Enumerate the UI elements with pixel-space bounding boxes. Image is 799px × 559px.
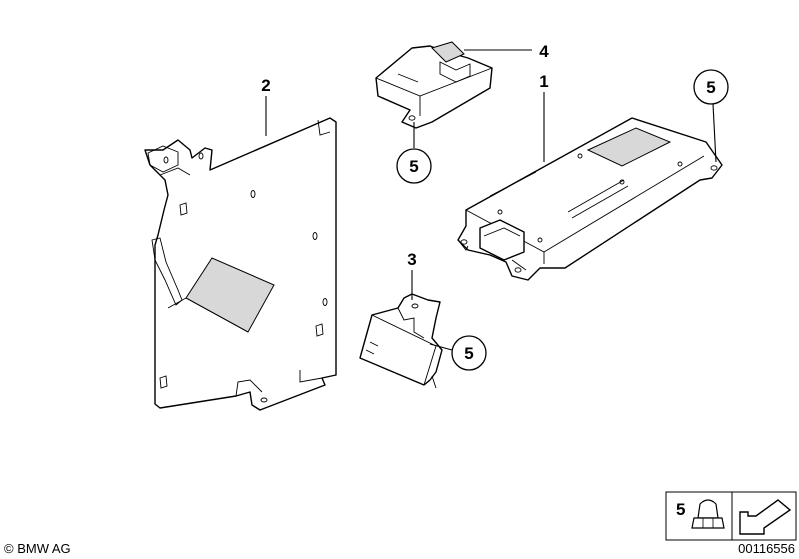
legend-box: 5	[665, 491, 797, 541]
module-part-4	[375, 41, 493, 129]
svg-text:5: 5	[464, 344, 473, 363]
callout-part-5-module: 5	[396, 148, 432, 184]
copyright-text: © BMW AG	[4, 541, 71, 556]
callouts: 2 4 1 3 5 5 5	[261, 42, 729, 371]
callout-part-3: 3	[407, 250, 416, 269]
arrow-icon	[739, 499, 792, 535]
control-unit-part-1	[457, 117, 723, 281]
callout-part-2: 2	[261, 76, 270, 95]
bracket-part-3	[359, 293, 443, 389]
callout-part-4: 4	[539, 42, 549, 61]
legend-item-number: 5	[676, 500, 685, 519]
callout-part-5-bracket: 5	[451, 335, 487, 371]
callout-part-5-unit: 5	[693, 69, 729, 105]
bracket-part-2	[144, 117, 337, 411]
callout-part-1: 1	[539, 72, 548, 91]
diagram-id: 00116556	[738, 541, 795, 556]
svg-text:5: 5	[706, 78, 715, 97]
svg-text:5: 5	[409, 157, 418, 176]
nut-icon	[691, 499, 725, 529]
leader-lines	[265, 49, 717, 351]
